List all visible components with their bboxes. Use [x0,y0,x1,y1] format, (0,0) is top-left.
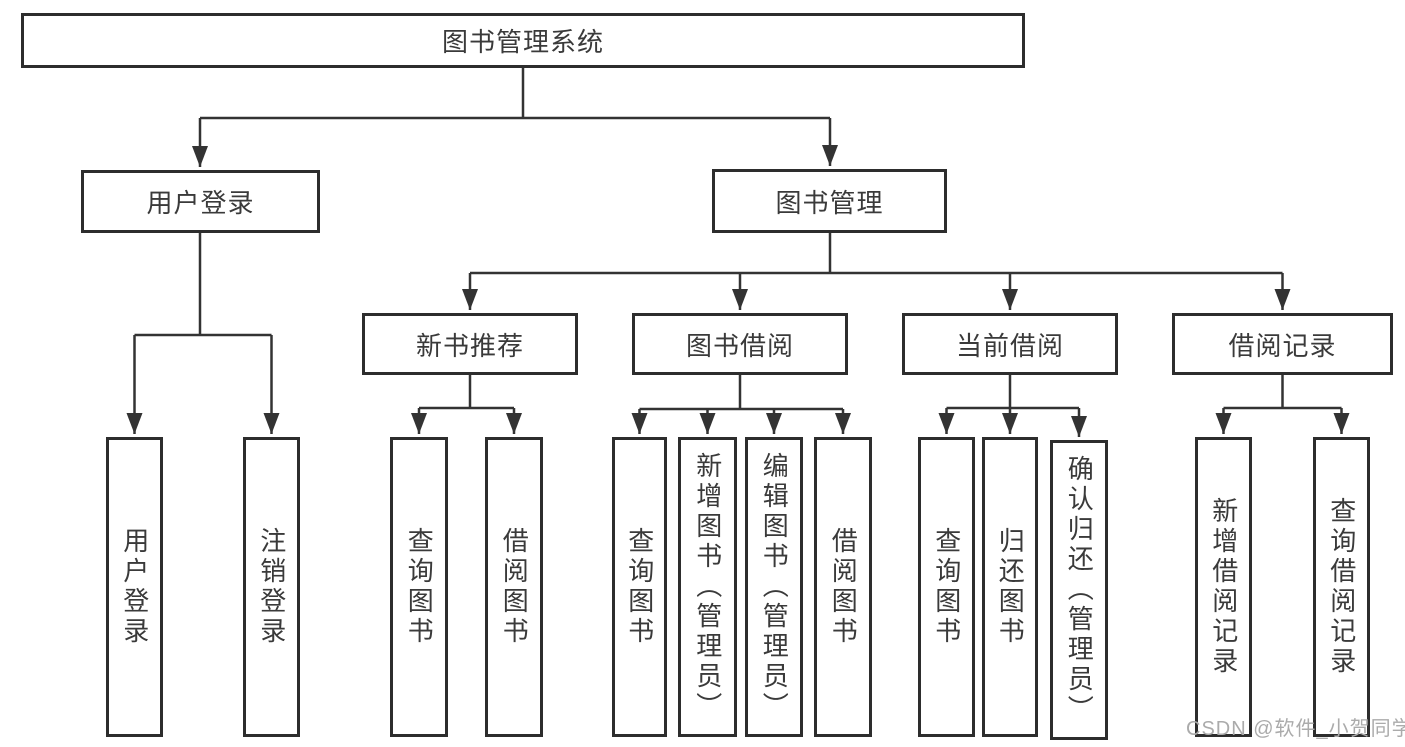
leaf-label: 查询借阅记录 [1326,497,1357,677]
leaf-borrow-query-books: 查询图书 [612,437,667,737]
leaf-rec-borrow-books: 借阅图书 [485,437,543,737]
node-book-borrowing: 图书借阅 [632,313,848,375]
node-label: 当前借阅 [955,330,1064,361]
node-label: 图书借阅 [685,330,794,361]
node-borrowing-records: 借阅记录 [1172,313,1393,375]
leaf-label: 借阅图书 [499,527,530,647]
node-current-borrowing: 当前借阅 [902,313,1118,375]
leaf-label: 注销登录 [256,527,287,647]
leaf-logout: 注销登录 [243,437,300,737]
node-label: 借阅记录 [1228,330,1337,361]
leaf-label: 查询图书 [404,527,435,647]
node-user-login: 用户登录 [81,170,320,233]
leaf-label: 新增图书（管理员） [692,452,723,722]
leaf-borrow-add-books-admin: 新增图书（管理员） [678,437,737,737]
leaf-borrow-borrow-books: 借阅图书 [814,437,872,737]
leaf-borrow-edit-books-admin: 编辑图书（管理员） [745,437,803,737]
node-label: 用户登录 [146,188,255,218]
leaf-label: 确认归还（管理员） [1064,455,1095,725]
leaf-label: 编辑图书（管理员） [759,452,790,722]
leaf-rec-query-books: 查询图书 [390,437,448,737]
node-library-management-system: 图书管理系统 [21,13,1025,68]
leaf-current-return-books: 归还图书 [982,437,1038,737]
leaf-current-confirm-return-admin: 确认归还（管理员） [1050,440,1108,740]
leaf-records-query-record: 查询借阅记录 [1313,437,1370,737]
leaf-label: 借阅图书 [828,527,859,647]
node-new-book-recommendation: 新书推荐 [362,313,578,375]
leaf-label: 查询图书 [931,527,962,647]
watermark-csdn: CSDN @软件_小贺同学 [1186,718,1405,740]
node-label: 新书推荐 [415,330,524,361]
leaf-label: 新增借阅记录 [1208,497,1239,677]
leaf-label: 查询图书 [624,527,655,647]
leaf-label: 归还图书 [995,527,1026,647]
leaf-label: 用户登录 [119,527,150,647]
leaf-user-login: 用户登录 [106,437,163,737]
leaf-records-add-record: 新增借阅记录 [1195,437,1252,737]
node-label: 图书管理系统 [441,27,604,57]
leaf-current-query-books: 查询图书 [918,437,975,737]
node-label: 图书管理 [775,187,884,218]
node-book-management: 图书管理 [712,169,947,233]
